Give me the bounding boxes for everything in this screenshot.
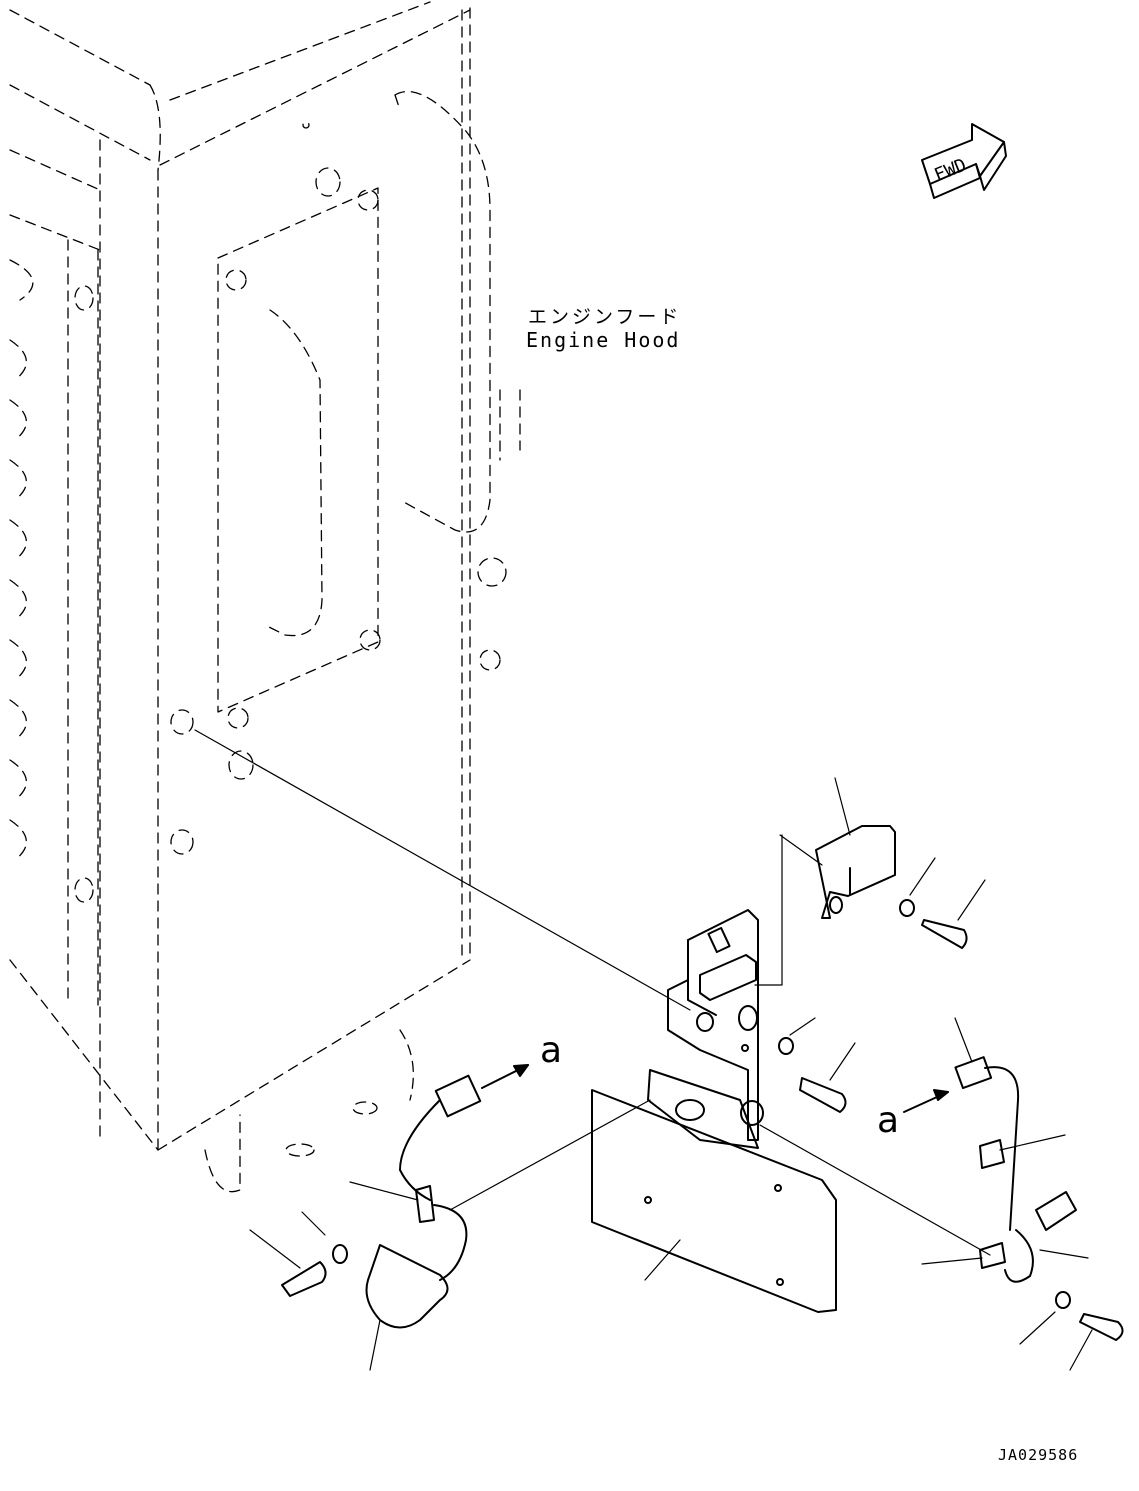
washer-bolt-middle	[778, 1017, 856, 1113]
drawing-number: JA029586	[998, 1446, 1079, 1464]
license-plate	[591, 1069, 837, 1313]
callout-a-right: a	[877, 1100, 900, 1141]
access-panel	[170, 121, 381, 855]
license-lamp-harness	[249, 1064, 651, 1371]
engine-hood-label-jp: エンジンフード	[528, 306, 682, 328]
engine-hood-body	[9, 1, 471, 1151]
engine-hood-label-en: Engine Hood	[526, 328, 681, 352]
hood-handle	[394, 90, 521, 671]
fwd-arrow-icon: FWD	[921, 123, 1007, 199]
mounting-bracket	[667, 909, 764, 1141]
fwd-label: FWD	[931, 155, 969, 187]
bracket-cover	[754, 777, 986, 986]
lamp-wire-harness	[759, 1017, 1124, 1371]
callout-a-left: a	[540, 1030, 563, 1071]
hood-lower-mounts	[204, 1029, 414, 1193]
